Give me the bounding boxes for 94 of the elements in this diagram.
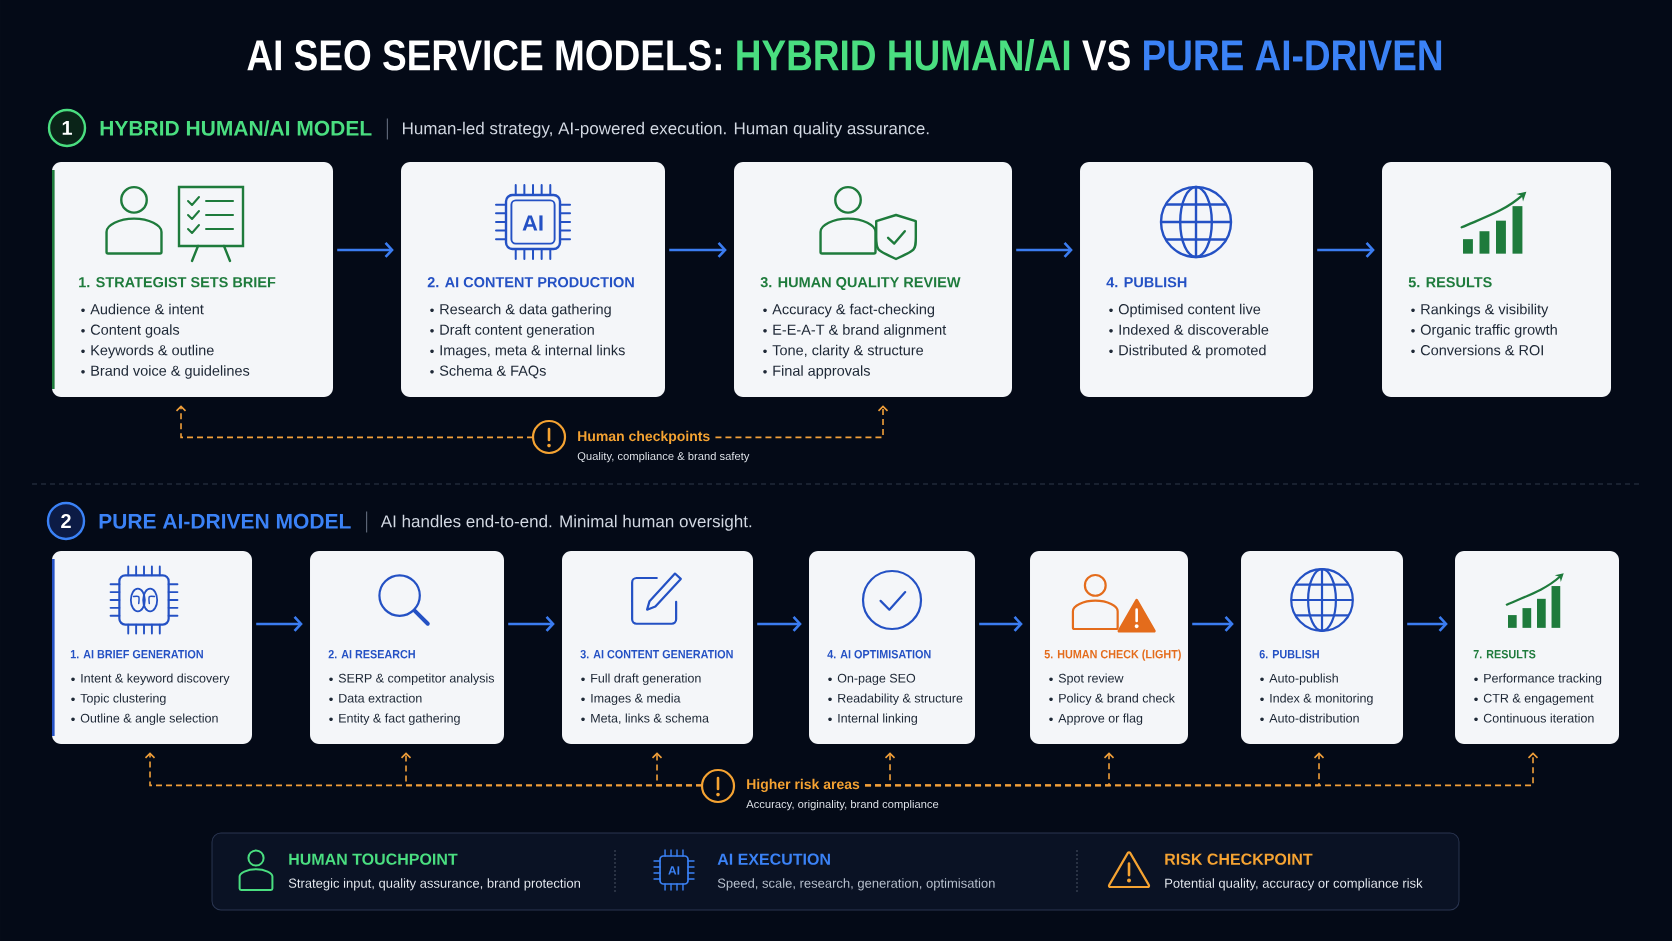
dashed-arrow (714, 405, 889, 439)
number-badge: 2 (46, 501, 86, 541)
list-item: Topic clustering (71, 693, 166, 706)
list-item: Approve or flag (1049, 713, 1143, 726)
title: AI SEO SERVICE MODELS: HYBRID HUMAN/AI VS PURE AI-DRIVEN (247, 38, 1442, 71)
number-badge: 1 (47, 108, 87, 148)
list-item: Full draft generation (581, 673, 701, 686)
list-item: Final approvals (763, 365, 870, 379)
card-heading: 3. HUMAN QUALITY REVIEW (760, 277, 961, 291)
list-item: Accuracy & fact-checking (763, 303, 935, 318)
list-item: Organic traffic growth (1411, 324, 1557, 338)
process-card (401, 162, 665, 397)
list-item: Auto-distribution (1260, 713, 1359, 723)
arrow (757, 616, 802, 632)
legend-description: Speed, scale, research, generation, optimisation (717, 878, 995, 891)
process-card (1382, 162, 1611, 397)
list-item: Indexed & discoverable (1109, 324, 1269, 335)
list-item: Spot review (1049, 673, 1124, 686)
list-item: On-page SEO (828, 673, 916, 686)
card-heading: 3. AI CONTENT GENERATION (580, 649, 733, 659)
process-card (310, 551, 504, 744)
list-item: Distributed & promoted (1109, 344, 1266, 359)
arrow (979, 616, 1023, 632)
list-item: Draft content generation (430, 324, 594, 338)
dashed-arrow (651, 752, 703, 787)
legend-description: Strategic input, quality assurance, brand protection (288, 878, 580, 891)
list-item: Tone, clarity & structure (763, 344, 924, 359)
process-card (1241, 551, 1403, 744)
section-heading: PURE AI-DRIVEN MODEL (99, 513, 351, 529)
dashed-arrow (175, 405, 534, 439)
process-card (809, 551, 975, 744)
section-heading: HYBRID HUMAN/AI MODEL (100, 120, 372, 136)
process-card (562, 551, 753, 744)
list-item: Meta, links & schema (581, 713, 709, 725)
list-item: Content goals (81, 324, 180, 338)
process-card (52, 551, 252, 744)
card-heading: 4. PUBLISH (1106, 277, 1187, 288)
legend-description: Potential quality, accuracy or compliance risk (1165, 878, 1423, 891)
card-heading: 1. STRATEGIST SETS BRIEF (79, 277, 276, 288)
callout-note: Quality, compliance & brand safety (577, 451, 750, 463)
list-item: Keywords & outline (81, 344, 214, 359)
list-item: Intent & keyword discovery (71, 673, 230, 686)
process-card (1080, 162, 1313, 397)
list-item: CTR & engagement (1474, 693, 1594, 706)
list-item: Internal linking (828, 713, 917, 726)
callout-heading: Human checkpoints (578, 430, 710, 444)
legend-heading: RISK CHECKPOINT (1165, 853, 1313, 865)
list-item: SERP & competitor analysis (329, 673, 495, 686)
process-card (734, 162, 1012, 397)
list-item: Images, meta & internal links (430, 344, 625, 359)
section-subtitle: AI handles end-to-end. Minimal human oversight. (380, 514, 752, 531)
card-heading: 5. HUMAN CHECK (LIGHT) (1044, 649, 1181, 661)
legend-heading: HUMAN TOUCHPOINT (289, 853, 458, 865)
list-item: Readability & structure (828, 693, 963, 706)
list-item: Optimised content live (1109, 303, 1261, 318)
card-heading: 6. PUBLISH (1259, 649, 1319, 659)
card-heading: 5. RESULTS (1408, 277, 1492, 288)
list-item: Rankings & visibility (1411, 303, 1549, 318)
process-card (1030, 551, 1188, 744)
callout-note: Accuracy, originality, brand compliance (746, 799, 939, 811)
card-heading: 7. RESULTS (1473, 649, 1536, 659)
list-item: Continuous iteration (1474, 713, 1594, 723)
list-item: Outline & angle selection (71, 713, 218, 726)
list-item: Research & data gathering (430, 303, 611, 318)
list-item: Auto-publish (1260, 673, 1338, 686)
arrow (1016, 242, 1073, 258)
card-heading: 2. AI CONTENT PRODUCTION (427, 277, 634, 288)
list-item: Conversions & ROI (1411, 344, 1543, 356)
list-item: Brand voice & guidelines (81, 365, 250, 379)
callout-heading: Higher risk areas (747, 778, 860, 792)
arrow (508, 616, 555, 632)
arrow (256, 616, 303, 632)
list-item: E-E-A-T & brand alignment (763, 324, 947, 338)
list-item: Data extraction (329, 693, 422, 703)
section-subtitle: Human-led strategy, AI-powered execution. Human quality assurance. (403, 121, 929, 138)
list-item: Schema & FAQs (430, 365, 546, 379)
dashed-arrow (864, 752, 1539, 787)
arrow (1317, 242, 1375, 258)
arrow (337, 242, 394, 258)
list-item: Images & media (581, 693, 681, 706)
process-card (52, 162, 333, 397)
list-item: Policy & brand check (1049, 693, 1175, 706)
legend-heading: AI EXECUTION (717, 853, 830, 865)
card-heading: 4. AI OPTIMISATION (827, 649, 931, 659)
arrow (1407, 616, 1448, 632)
card-heading: 1. AI BRIEF GENERATION (70, 649, 203, 659)
process-card (1455, 551, 1619, 744)
arrow (669, 242, 727, 258)
list-item: Performance tracking (1474, 673, 1602, 686)
list-item: Index & monitoring (1260, 693, 1373, 706)
list-item: Audience & intent (81, 303, 204, 315)
arrow (1192, 616, 1234, 632)
list-item: Entity & fact gathering (329, 713, 460, 726)
card-heading: 2. AI RESEARCH (328, 649, 415, 659)
